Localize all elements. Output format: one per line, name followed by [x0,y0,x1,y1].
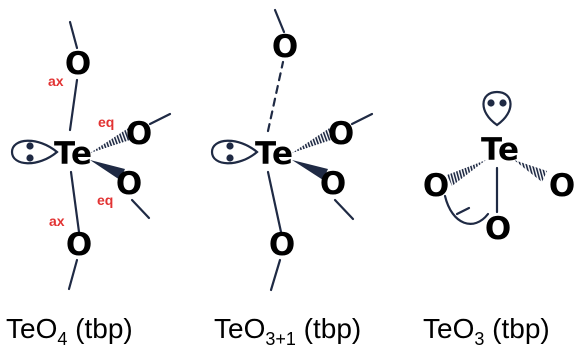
atom-te: Te [54,136,92,172]
bond-ax-bottom-tail [67,258,79,291]
molecule-teo4: Te O O O O ax eq eq ax TeO4 (tbp) [6,20,172,347]
caption-teo3plus1: TeO3+1 (tbp) [214,313,361,347]
bond-bottom-tail [269,258,282,292]
bond-dashed-top [266,60,285,133]
hashed-wedge-bond [292,127,334,153]
bond-top-tail [273,8,286,34]
label-eq-upper: eq [98,114,114,130]
atom-o-eq-upper: O [126,116,152,152]
label-ax-top: ax [48,73,64,89]
lone-pair-electron [26,154,34,162]
atom-o-eq-lower: O [116,166,142,202]
lone-pair-lobe [10,139,59,165]
caption-teo3: TeO3 (tbp) [423,313,550,347]
solid-wedge-bond [90,160,125,180]
caption-teo4: TeO4 (tbp) [6,313,133,347]
solid-wedge-bond [292,160,328,180]
lone-pair-lobe [210,139,259,165]
bond-eq-lower-tail [333,198,355,221]
atom-o-eq-upper: O [328,116,354,152]
bond-eq-lower-tail [130,198,151,220]
bond-bottom [266,170,283,234]
bond-angle-arc [443,194,490,225]
atom-o-eq-lower: O [320,166,346,202]
lone-pair-electron [487,99,495,107]
bond-eq-upper-tail [350,112,374,126]
bond-ax-bottom [69,170,81,234]
atom-o-bottom: O [485,211,511,247]
hashed-wedge-bond-left [447,160,486,186]
hashed-wedge-bond-right [514,160,547,182]
atom-te: Te [481,132,519,168]
atom-o-ax-top: O [65,46,91,82]
atom-o-ax-bottom: O [66,227,92,263]
lone-pair-lobe [482,90,512,127]
lone-pair-electron [226,142,234,150]
atom-o-right: O [549,168,575,204]
molecule-teo3plus1: Te O O O O TeO3+1 (tbp) [210,8,374,347]
label-eq-lower: eq [97,192,113,208]
lone-pair-electron [226,154,234,162]
lone-pair-electron [26,142,34,150]
atom-o-left: O [423,168,449,204]
label-ax-bottom: ax [49,213,65,229]
lone-pair-electron [499,99,507,107]
bond-ax-top [68,78,79,132]
atom-o-top: O [272,29,298,65]
bond-eq-upper-tail [148,112,172,126]
atom-te: Te [255,136,293,172]
molecule-teo3: Te O O O TeO3 (tbp) [423,90,575,347]
bond-angle-tick [455,206,471,216]
bond-ax-top-tail [68,20,79,50]
hashed-wedge-bond [90,127,133,153]
atom-o-bottom: O [269,227,295,263]
